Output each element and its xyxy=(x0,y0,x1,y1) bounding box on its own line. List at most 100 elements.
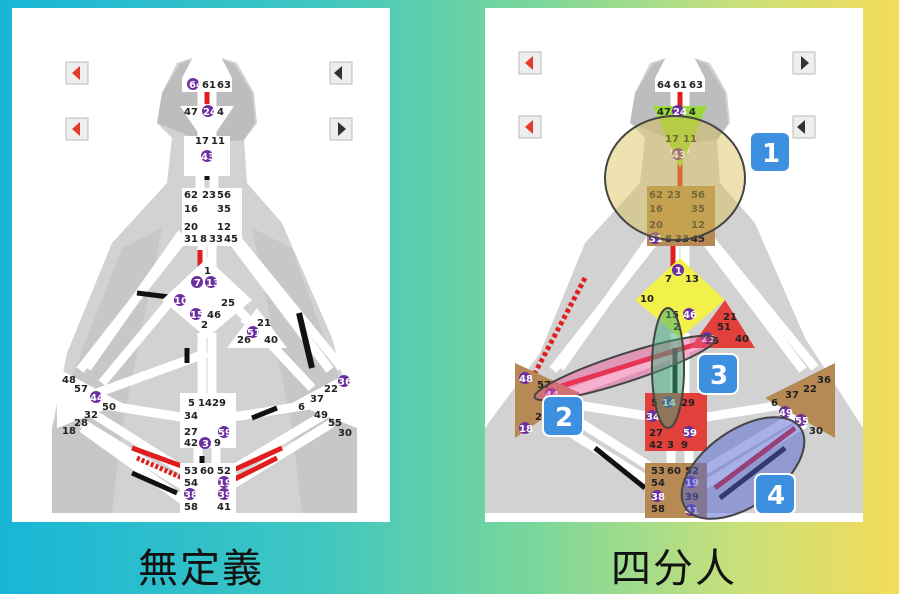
svg-text:42: 42 xyxy=(184,438,198,449)
svg-text:3: 3 xyxy=(667,440,674,451)
svg-text:57: 57 xyxy=(537,380,551,391)
caption-quadruple-split: 四分人 xyxy=(611,546,737,592)
svg-text:2: 2 xyxy=(555,403,573,433)
svg-text:60: 60 xyxy=(667,466,681,477)
svg-text:12: 12 xyxy=(217,222,231,233)
side-arrows xyxy=(518,51,816,139)
svg-text:1: 1 xyxy=(204,266,211,277)
g-center xyxy=(162,258,252,338)
group-3-ellipse xyxy=(651,307,685,429)
svg-text:43: 43 xyxy=(672,150,686,161)
svg-text:56: 56 xyxy=(217,190,231,201)
svg-text:23: 23 xyxy=(667,190,681,201)
svg-text:22: 22 xyxy=(803,384,817,395)
svg-text:63: 63 xyxy=(217,80,231,91)
svg-text:41: 41 xyxy=(217,502,231,513)
solar-center xyxy=(765,363,835,438)
svg-text:33: 33 xyxy=(209,234,223,245)
svg-text:31: 31 xyxy=(649,234,663,245)
quadruple-split-bodygraph: 64 61 63 47 24 4 17 11 43 62 23 56 16 35… xyxy=(485,30,863,520)
svg-text:13: 13 xyxy=(685,274,699,285)
svg-text:50: 50 xyxy=(102,402,116,413)
svg-text:31: 31 xyxy=(184,234,198,245)
svg-text:61: 61 xyxy=(202,80,216,91)
svg-text:30: 30 xyxy=(809,426,823,437)
svg-text:32: 32 xyxy=(84,410,98,421)
svg-text:19: 19 xyxy=(218,478,232,489)
svg-text:30: 30 xyxy=(338,428,352,439)
ajna-center xyxy=(653,106,707,168)
svg-text:45: 45 xyxy=(224,234,238,245)
svg-text:46: 46 xyxy=(207,310,221,321)
svg-text:40: 40 xyxy=(264,335,278,346)
svg-text:47: 47 xyxy=(657,107,671,118)
svg-text:5: 5 xyxy=(188,398,195,409)
svg-text:10: 10 xyxy=(640,294,654,305)
svg-text:12: 12 xyxy=(691,220,705,231)
svg-text:20: 20 xyxy=(649,220,663,231)
svg-text:24: 24 xyxy=(203,107,217,118)
svg-text:7: 7 xyxy=(194,278,201,289)
ajna-center xyxy=(180,106,234,146)
svg-text:27: 27 xyxy=(649,428,663,439)
svg-text:2: 2 xyxy=(201,320,208,331)
svg-text:63: 63 xyxy=(689,80,703,91)
badge-2: 2 xyxy=(542,395,584,437)
svg-text:3: 3 xyxy=(710,361,728,391)
throat-center xyxy=(182,188,242,246)
svg-text:25: 25 xyxy=(701,334,715,345)
svg-text:56: 56 xyxy=(691,190,705,201)
head-gate-row xyxy=(655,78,705,92)
svg-text:43: 43 xyxy=(201,152,215,163)
svg-text:22: 22 xyxy=(324,384,338,395)
svg-text:23: 23 xyxy=(202,190,216,201)
svg-text:62: 62 xyxy=(184,190,198,201)
svg-text:21: 21 xyxy=(257,318,271,329)
svg-text:54: 54 xyxy=(651,478,665,489)
svg-text:26: 26 xyxy=(705,336,719,347)
svg-text:53: 53 xyxy=(651,466,665,477)
svg-text:55: 55 xyxy=(795,416,809,427)
svg-text:21: 21 xyxy=(723,312,737,323)
g-center xyxy=(635,258,725,338)
svg-text:18: 18 xyxy=(62,426,76,437)
svg-text:40: 40 xyxy=(735,334,749,345)
svg-text:6: 6 xyxy=(298,402,305,413)
svg-text:39: 39 xyxy=(218,490,232,501)
svg-text:59: 59 xyxy=(218,428,232,439)
head-center xyxy=(182,30,232,78)
svg-text:8: 8 xyxy=(200,234,207,245)
svg-text:49: 49 xyxy=(779,408,793,419)
svg-text:28: 28 xyxy=(535,412,549,423)
svg-text:35: 35 xyxy=(217,204,231,215)
svg-text:53: 53 xyxy=(184,466,198,477)
svg-text:28: 28 xyxy=(74,418,88,429)
svg-text:64: 64 xyxy=(657,80,671,91)
badge-3: 3 xyxy=(697,353,739,395)
svg-text:20: 20 xyxy=(184,222,198,233)
svg-text:47: 47 xyxy=(184,107,198,118)
svg-text:46: 46 xyxy=(683,310,697,321)
left-arrows xyxy=(65,61,353,141)
svg-text:15: 15 xyxy=(190,310,204,321)
svg-text:64: 64 xyxy=(189,80,203,91)
quadruple-split-chart-panel: 64 61 63 47 24 4 17 11 43 62 23 56 16 35… xyxy=(485,8,863,522)
svg-text:59: 59 xyxy=(683,428,697,439)
badge-4: 4 xyxy=(754,473,796,515)
svg-text:25: 25 xyxy=(221,298,235,309)
svg-text:11: 11 xyxy=(683,134,697,145)
svg-text:27: 27 xyxy=(184,427,198,438)
svg-text:37: 37 xyxy=(785,390,799,401)
svg-text:3: 3 xyxy=(202,439,209,450)
svg-text:13: 13 xyxy=(206,278,220,289)
svg-text:11: 11 xyxy=(211,136,225,147)
svg-text:29: 29 xyxy=(212,398,226,409)
gate-labels: 64 61 63 47 24 4 17 11 43 62 23 56 16 35… xyxy=(62,78,352,513)
svg-text:4: 4 xyxy=(217,107,224,118)
svg-text:48: 48 xyxy=(62,375,76,386)
svg-text:34: 34 xyxy=(646,412,660,423)
svg-text:4: 4 xyxy=(767,481,785,511)
svg-text:26: 26 xyxy=(237,335,251,346)
svg-text:36: 36 xyxy=(338,377,352,388)
svg-text:7: 7 xyxy=(665,274,672,285)
